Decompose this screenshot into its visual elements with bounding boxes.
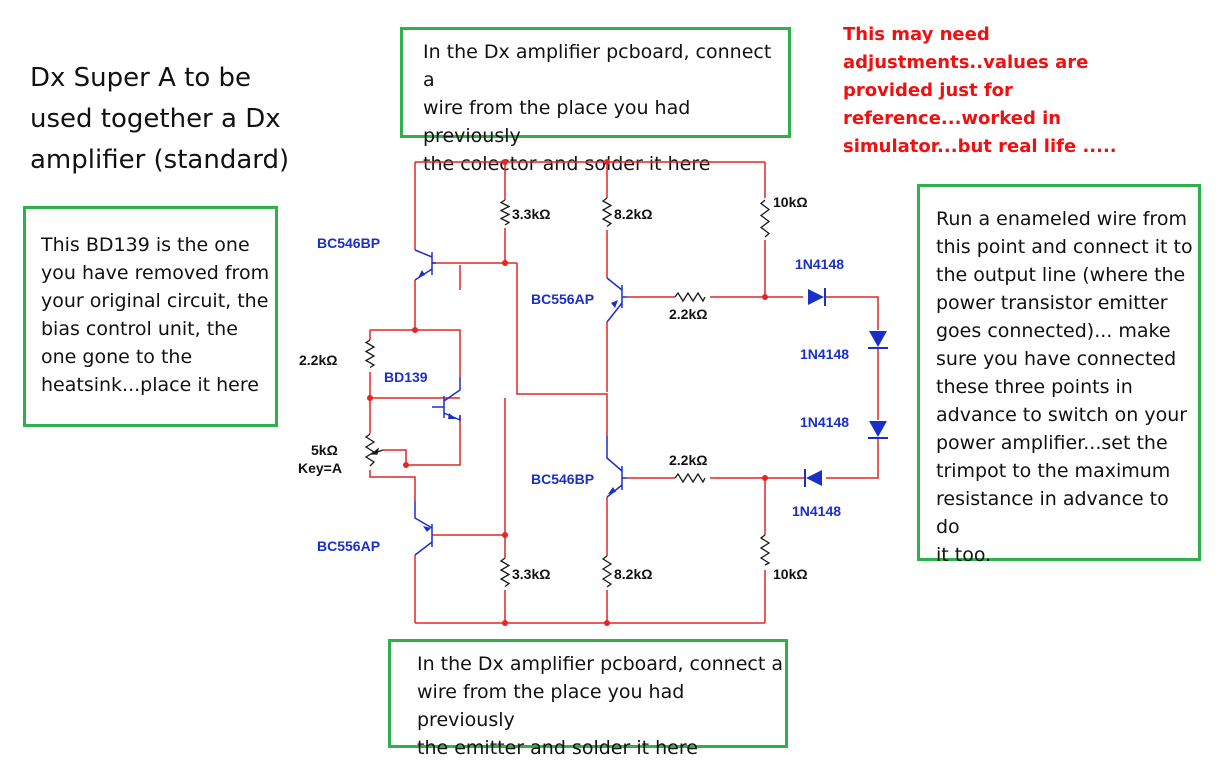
transistor-q4 [414, 501, 433, 556]
resistors [364, 197, 771, 588]
label-r-bot-mid: 8.2kΩ [614, 566, 652, 582]
label-q3: BC556AP [531, 291, 594, 307]
diode-d1 [808, 288, 826, 306]
label-r-bot-right: 10kΩ [773, 566, 808, 582]
junctions [367, 159, 768, 626]
label-r-top-mid: 8.2kΩ [614, 206, 652, 222]
resistor-series-bot [674, 472, 706, 484]
transistors [414, 249, 627, 556]
diodes [804, 288, 888, 487]
potentiometer [364, 433, 384, 467]
label-d1: 1N4148 [795, 256, 844, 272]
label-pot-key: Key=A [298, 460, 342, 476]
diode-d3 [868, 421, 888, 439]
resistor-top-left [499, 199, 511, 226]
label-d4: 1N4148 [792, 503, 841, 519]
transistor-q3 [606, 277, 627, 323]
label-q2: BD139 [384, 369, 428, 385]
transistor-q5 [606, 436, 627, 498]
transistor-q1 [414, 249, 436, 281]
label-d2: 1N4148 [800, 346, 849, 362]
diagram-title: Dx Super A to be used together a Dx ampl… [30, 63, 290, 175]
diode-d2 [868, 331, 888, 349]
label-d3: 1N4148 [800, 414, 849, 430]
diode-d4 [804, 469, 822, 487]
resistor-bot-mid [601, 555, 613, 588]
note-output: Run a enameled wire from this point and … [917, 184, 1201, 566]
wiring [369, 161, 879, 624]
note-bd139: This BD139 is the one you have removed f… [23, 206, 278, 427]
label-r-bias: 2.2kΩ [299, 352, 337, 368]
label-r-series-top: 2.2kΩ [669, 306, 707, 322]
resistor-top-mid [601, 197, 613, 228]
label-q5: BC546BP [531, 471, 594, 487]
label-pot: 5kΩ [311, 442, 338, 458]
transistor-arrows [418, 270, 618, 532]
resistor-bot-right [759, 534, 771, 566]
resistor-bot-left [499, 557, 511, 588]
resistor-series-top [674, 291, 706, 303]
warning-text: This may need adjustments..values are pr… [843, 24, 1117, 157]
label-q4: BC556AP [317, 538, 380, 554]
label-r-top-left: 3.3kΩ [512, 206, 550, 222]
label-q1: BC546BP [317, 235, 380, 251]
label-r-bot-left: 3.3kΩ [512, 566, 550, 582]
resistor-top-right [759, 199, 771, 238]
label-r-series-bot: 2.2kΩ [669, 452, 707, 468]
resistor-bias [364, 339, 376, 369]
note-emitter: In the Dx amplifier pcboard, connect a w… [388, 639, 788, 759]
label-r-top-right: 10kΩ [773, 194, 808, 210]
note-collector: In the Dx amplifier pcboard, connect a w… [400, 27, 791, 175]
